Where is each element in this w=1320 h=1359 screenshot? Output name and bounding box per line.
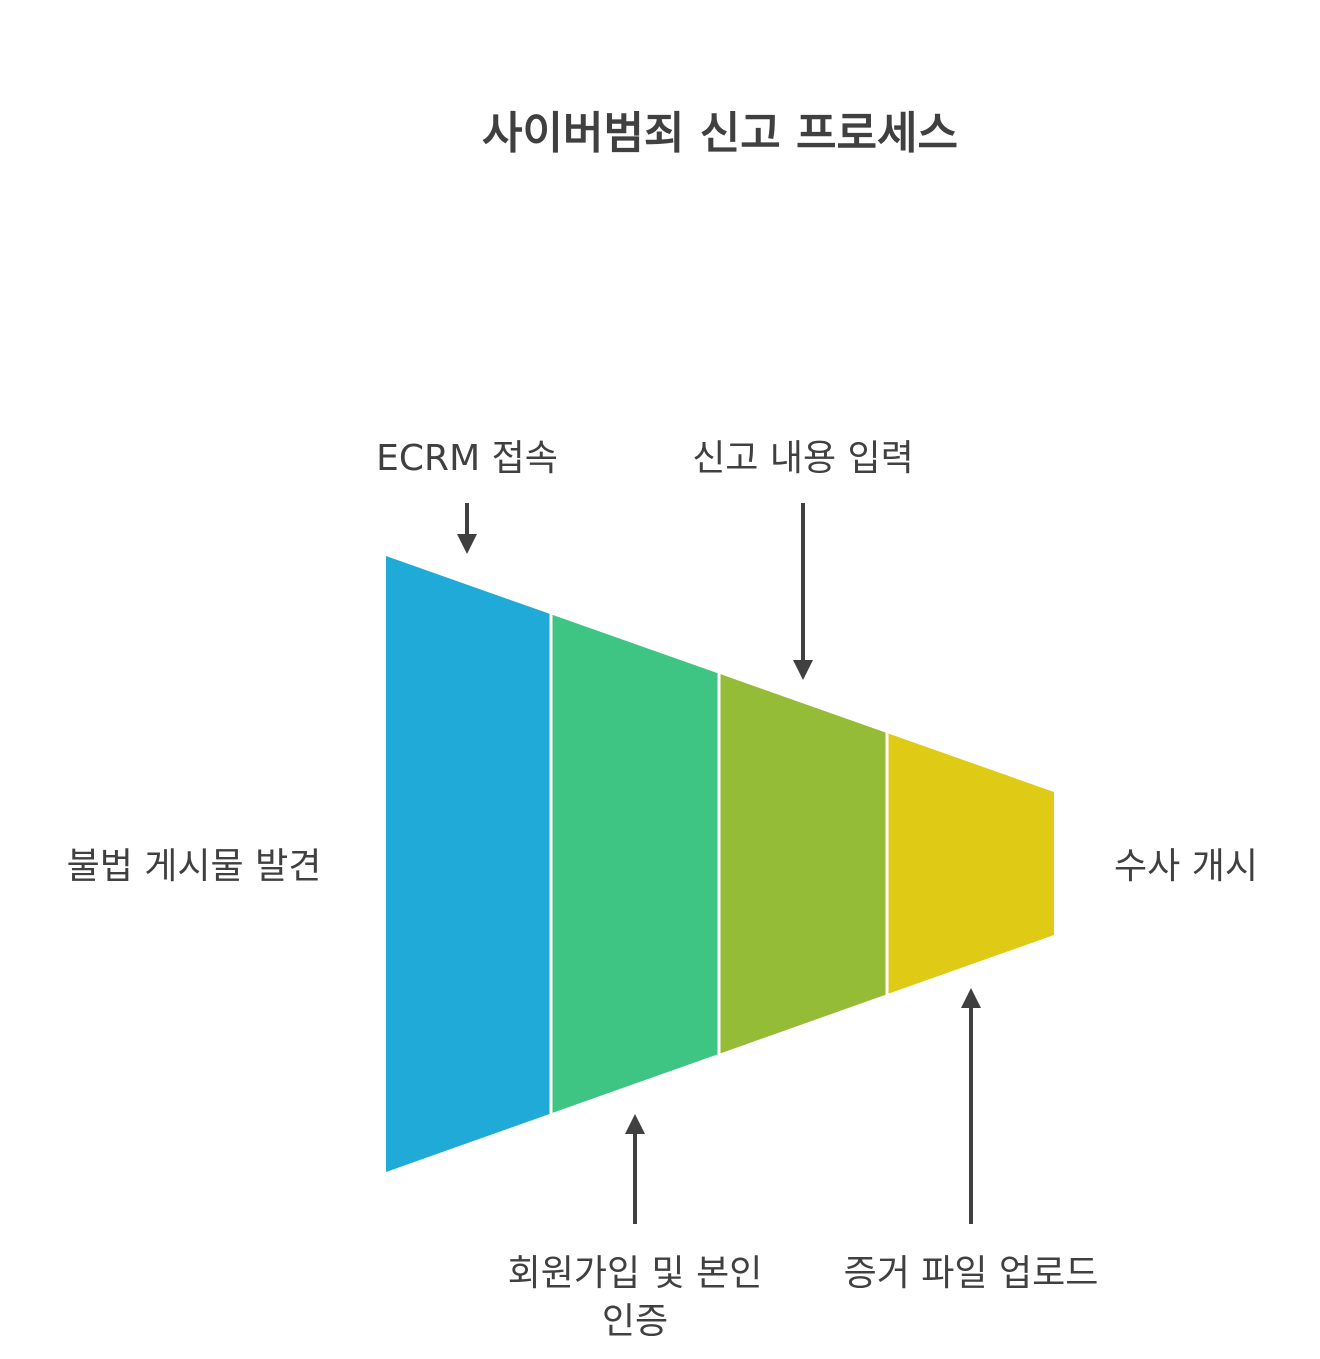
stage-1-label-line-1: ECRM 접속	[376, 438, 558, 479]
stage-4-label-line-1: 증거 파일 업로드	[844, 1253, 1099, 1294]
diagram-title: 사이버범죄 신고 프로세스	[482, 108, 958, 159]
stage-arrows	[457, 503, 981, 1224]
funnel-segment-2	[552, 614, 718, 1113]
funnel-segment-3	[720, 674, 886, 1054]
end-label: 수사 개시	[1114, 846, 1258, 887]
funnel-segment-1	[386, 556, 550, 1172]
stage-2-label-line-1: 회원가입 및 본인	[508, 1253, 763, 1294]
stage-2-label-line-2: 인증	[602, 1301, 668, 1342]
funnel-segments	[386, 556, 1054, 1172]
funnel-segment-4	[888, 733, 1054, 994]
start-label: 불법 게시물 발견	[67, 846, 322, 887]
stage-3-label-line-1: 신고 내용 입력	[692, 438, 914, 479]
